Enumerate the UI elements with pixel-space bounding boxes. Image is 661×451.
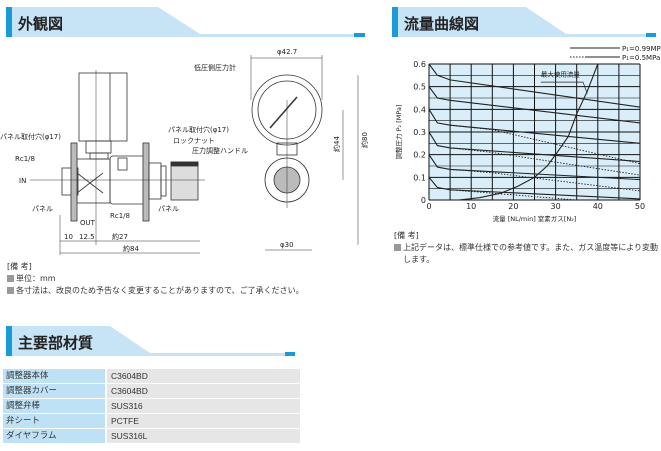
part-name: 調整器本体 [3, 369, 105, 384]
series-line-p1-05 [450, 124, 641, 165]
dim-80: 約80 [360, 132, 369, 148]
x-tick-label: 10 [466, 202, 476, 211]
part-name: ダイヤフラム [3, 429, 105, 444]
note-item: 単位：mm [7, 273, 327, 285]
dim-27: 約27 [112, 232, 128, 241]
label-rc-out: Rc1/8 [110, 212, 130, 220]
x-tick-label: 20 [508, 202, 518, 211]
series-line-p1-05 [450, 168, 641, 192]
section-title: 外観図 [18, 15, 64, 33]
label-panel-left: パネル [32, 205, 53, 213]
dim-42-7: φ42.7 [277, 48, 297, 56]
y-tick-label: 0.3 [413, 128, 426, 137]
annotation-max-flow: 最大使用流量 [541, 69, 581, 78]
note-item: 各寸法は、改良のため予告なく変更することがありますので、ご了承ください。 [7, 285, 327, 297]
dim-84: 約84 [123, 244, 139, 253]
series-line-max-flow [458, 63, 599, 201]
label-gauge: 低圧側圧力計 [194, 63, 236, 72]
dim-30: φ30 [280, 241, 294, 249]
series-line-p1-099 [428, 131, 641, 163]
bullet-square-icon [7, 275, 14, 282]
note-text: 単位：mm [16, 274, 56, 283]
label-handle: 圧力調整ハンドル [192, 146, 248, 155]
note-text: 各寸法は、改良のため予告なく変更することがありますので、ご了承ください。 [16, 286, 304, 295]
chart-notes: [備 考] 上記データは、標準仕様での参考値です。また、ガス温度等により変動しま… [394, 230, 659, 266]
series-line-p1-099 [428, 176, 641, 200]
gauge-body [78, 72, 128, 142]
x-tick-label: 0 [426, 202, 431, 211]
flow-curve-chart: 0 10 20 30 40 50 0 0.1 0.2 0.3 0.4 0.5 0.6 流量 [NL/min… [394, 45, 661, 223]
part-name: 調整器カバー [3, 384, 105, 399]
material: PCTFE [105, 414, 300, 429]
material: C3604BD [105, 384, 300, 399]
exterior-notes: [備 考] 単位：mm 各寸法は、改良のため予告なく変更することがありますので、… [7, 261, 327, 297]
section-header-materials: 主要部材質 [0, 326, 300, 356]
dim-10: 10 [64, 233, 73, 241]
series-line-p1-099 [428, 63, 641, 108]
y-axis-label: 調整圧力 P₂ [MPa] [394, 105, 403, 160]
x-axis-label: 流量 [NL/min] 窒素ガス[N₂] [493, 214, 577, 223]
label-out: OUT [80, 219, 96, 227]
material: SUS316 [105, 399, 300, 414]
notes-heading: [備 考] [394, 231, 419, 240]
y-tick-label: 0.1 [413, 173, 426, 182]
label-panel-right: パネル [158, 205, 179, 213]
part-name: 弁シート [3, 414, 105, 429]
header-band [392, 7, 656, 37]
x-tick-label: 30 [551, 202, 561, 211]
header-band [6, 326, 295, 356]
label-rc-in: Rc1/8 [15, 155, 35, 163]
label-lock-nut: ロックナット [173, 137, 215, 145]
y-tick-label: 0.2 [413, 151, 426, 160]
series-line-p1-05 [450, 189, 577, 201]
label-panel-hole-left: パネル取付穴(φ17) [0, 132, 61, 141]
note-item: 上記データは、標準仕様での参考値です。また、ガス温度等により変動します。 [394, 242, 659, 266]
part-name: 調整弁棒 [3, 399, 105, 414]
exterior-drawing: パネル取付穴(φ17) Rc1/8 IN パネル OUT Rc1/8 パネル取付… [0, 48, 369, 255]
section-header-flow-curve: 流量曲線図 [386, 7, 661, 37]
legend-label: P₁=0.5MPa [622, 54, 660, 62]
y-tick-label: 0.5 [413, 83, 426, 92]
series-line-p1-099 [428, 154, 641, 181]
y-tick-label: 0.6 [413, 60, 426, 69]
section-header-exterior: 外観図 [0, 7, 370, 37]
bullet-square-icon [7, 287, 14, 294]
y-tick-label: 0.4 [413, 105, 426, 114]
section-title: 流量曲線図 [404, 15, 480, 33]
header-band [6, 7, 365, 37]
series-line-p1-099 [428, 109, 641, 144]
series-line-p1-05 [450, 147, 641, 176]
x-tick-label: 50 [635, 202, 645, 211]
legend-label: P₁=0.99MPa [622, 45, 661, 53]
material: C3604BD [105, 369, 300, 384]
notes-heading: [備 考] [7, 262, 32, 271]
x-tick-label: 40 [593, 202, 603, 211]
label-panel-hole-right: パネル取付穴(φ17) [168, 125, 229, 134]
material: SUS316L [105, 429, 300, 444]
bullet-square-icon [394, 244, 401, 251]
annotation-leader [582, 82, 588, 94]
section-title: 主要部材質 [18, 334, 94, 352]
label-in: IN [19, 177, 26, 185]
dim-44: 約44 [332, 136, 341, 152]
y-tick-label: 0 [421, 196, 426, 205]
note-text: 上記データは、標準仕様での参考値です。また、ガス温度等により変動します。 [403, 243, 659, 264]
series-line-p1-099 [428, 86, 641, 124]
dim-12-5: 12.5 [79, 233, 95, 241]
